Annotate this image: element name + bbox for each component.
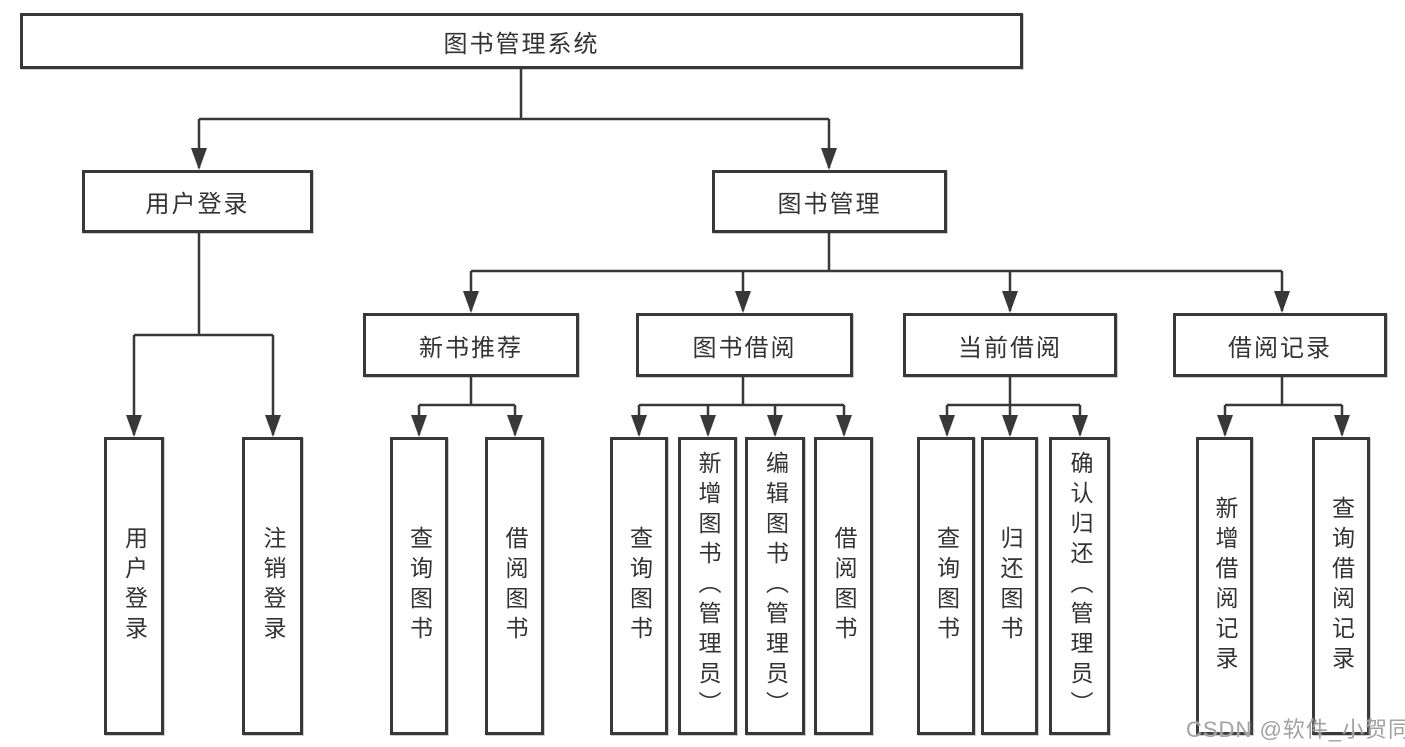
node-label: 确认归还（管理员） (1067, 451, 1093, 721)
node-new-book-recommend: 新书推荐 (363, 313, 579, 377)
leaf-return-books: 归还图书 (981, 437, 1038, 735)
leaf-add-books-admin: 新增图书（管理员） (678, 437, 737, 735)
node-label: 用户登录 (121, 526, 148, 646)
node-book-management: 图书管理 (712, 170, 947, 233)
node-label: 查询图书 (933, 526, 960, 646)
leaf-query-books-borrow: 查询图书 (610, 437, 668, 735)
leaf-borrow-books-recommend: 借阅图书 (485, 437, 544, 735)
node-label: 查询图书 (626, 526, 653, 646)
node-label: 新增图书（管理员） (695, 451, 721, 721)
node-label: 用户登录 (145, 191, 250, 218)
csdn-watermark: CSDN @软件_小贺同学 (1186, 717, 1405, 742)
leaf-add-borrow-record: 新增借阅记录 (1196, 437, 1253, 735)
leaf-query-books-recommend: 查询图书 (390, 437, 448, 735)
leaf-user-login: 用户登录 (104, 437, 164, 735)
node-label: 归还图书 (997, 526, 1023, 646)
leaf-query-borrow-record: 查询借阅记录 (1312, 437, 1370, 735)
connector-paths (132, 69, 1344, 435)
node-user-login: 用户登录 (82, 170, 313, 233)
node-borrow-records: 借阅记录 (1173, 313, 1387, 377)
leaf-query-books-current: 查询图书 (917, 437, 975, 735)
node-label: 查询借阅记录 (1328, 496, 1355, 676)
node-label: 注销登录 (260, 526, 286, 646)
node-label: 当前借阅 (958, 334, 1062, 362)
node-current-borrow: 当前借阅 (903, 313, 1117, 377)
node-label: 图书借阅 (692, 334, 797, 362)
leaf-borrow-books: 借阅图书 (814, 437, 873, 735)
leaf-confirm-return-admin: 确认归还（管理员） (1049, 437, 1110, 735)
arrowheads (126, 148, 1350, 437)
node-label: 编辑图书（管理员） (762, 451, 789, 721)
node-label: 借阅图书 (831, 526, 857, 646)
node-label: 图书管理系统 (443, 30, 600, 58)
node-label: 借阅图书 (502, 526, 528, 646)
node-label: 查询图书 (406, 526, 433, 646)
node-library-management-system: 图书管理系统 (20, 13, 1023, 69)
node-label: 图书管理 (777, 191, 882, 218)
node-label: 新增借阅记录 (1212, 496, 1238, 676)
leaf-edit-books-admin: 编辑图书（管理员） (745, 437, 805, 735)
leaf-logout: 注销登录 (242, 437, 303, 735)
node-book-borrow: 图书借阅 (636, 313, 853, 377)
node-label: 借阅记录 (1228, 334, 1332, 362)
node-label: 新书推荐 (419, 334, 523, 362)
